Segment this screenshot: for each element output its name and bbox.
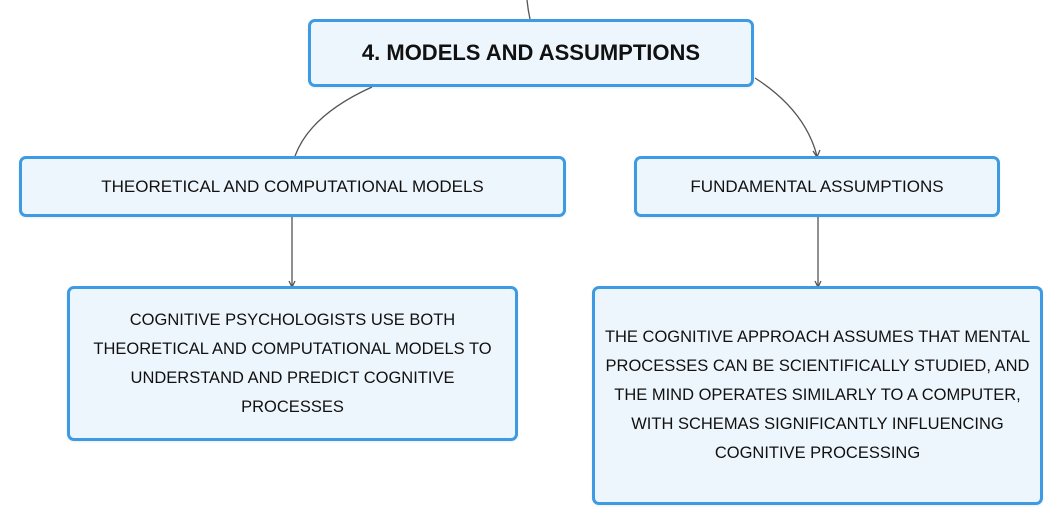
models-node-label: THEORETICAL AND COMPUTATIONAL MODELS bbox=[101, 176, 484, 196]
models-detail-node[interactable]: COGNITIVE PSYCHOLOGISTS USE BOTH THEORET… bbox=[67, 286, 518, 441]
models-detail-text: COGNITIVE PSYCHOLOGISTS USE BOTH THEORET… bbox=[93, 310, 492, 416]
connector-main-to-left bbox=[294, 86, 373, 157]
connector-main-to-right bbox=[754, 77, 818, 157]
assumptions-node-label: FUNDAMENTAL ASSUMPTIONS bbox=[690, 176, 944, 196]
main-topic-node[interactable]: 4. MODELS AND ASSUMPTIONS bbox=[308, 19, 754, 87]
connector-from-parent bbox=[526, 0, 531, 20]
main-topic-label: 4. MODELS AND ASSUMPTIONS bbox=[361, 40, 701, 65]
assumptions-detail-node[interactable]: THE COGNITIVE APPROACH ASSUMES THAT MENT… bbox=[592, 286, 1043, 505]
assumptions-detail-text: THE COGNITIVE APPROACH ASSUMES THAT MENT… bbox=[604, 328, 1031, 462]
assumptions-node[interactable]: FUNDAMENTAL ASSUMPTIONS bbox=[634, 156, 1000, 217]
models-node[interactable]: THEORETICAL AND COMPUTATIONAL MODELS bbox=[19, 156, 566, 217]
